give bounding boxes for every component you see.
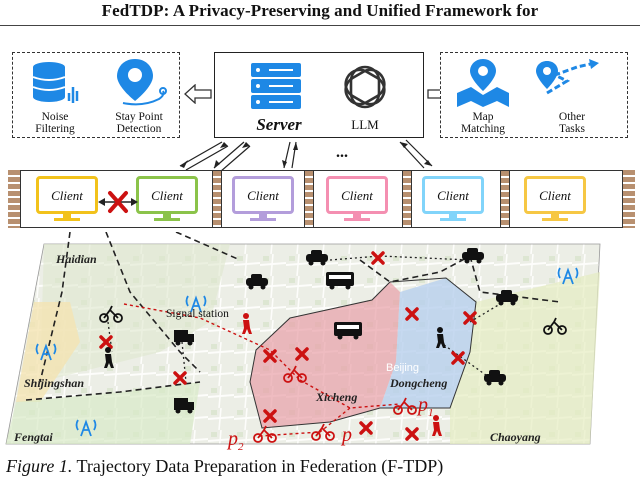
header-rule — [0, 25, 640, 26]
ellipsis: ... — [336, 144, 348, 161]
client-divider — [212, 170, 222, 228]
client-divider — [622, 170, 635, 228]
beijing-label: Beijing — [386, 362, 420, 374]
region-fengtai: Fengtai — [14, 430, 53, 444]
server-box: Server LLM — [214, 52, 424, 138]
point-label-p1: p1 — [418, 394, 434, 419]
figure-caption: Figure 1. Trajectory Data Preparation in… — [6, 456, 444, 476]
client-label: Client — [341, 188, 373, 203]
client-monitor-2: Client — [136, 176, 198, 222]
server-client-arrows — [179, 139, 433, 172]
region-dongcheng: Dongcheng — [390, 376, 448, 390]
client-label: Client — [539, 188, 571, 203]
client-strip — [8, 170, 634, 228]
region-xicheng: Xicheng — [316, 390, 358, 404]
route-icon — [536, 59, 599, 95]
client-label: Client — [51, 188, 83, 203]
client-divider — [304, 170, 314, 228]
server-label: Server — [256, 115, 302, 134]
client-divider — [8, 170, 21, 228]
client-monitor-6: Client — [524, 176, 586, 222]
client-label: Client — [247, 188, 279, 203]
client-monitor-3: Client — [232, 176, 294, 222]
client-divider — [402, 170, 412, 228]
point-label-p: p — [342, 424, 352, 446]
client-monitor-5: Client — [422, 176, 484, 222]
llm-icon — [344, 65, 386, 109]
city-map — [5, 232, 601, 445]
point-label-p2: p2 — [228, 428, 244, 453]
server-rack-icon — [251, 63, 301, 109]
client-monitor-1: Client — [36, 176, 98, 222]
map-pin-icon — [457, 59, 509, 107]
llm-label: LLM — [351, 117, 379, 132]
location-pin-icon — [117, 59, 167, 106]
database-signal-icon — [32, 62, 79, 103]
region-haidian: Haidian — [56, 252, 97, 266]
blocked-exchange-icon — [98, 191, 138, 213]
client-label: Client — [151, 188, 183, 203]
region-shijingshan: Shijingshan — [24, 376, 85, 390]
client-label: Client — [437, 188, 469, 203]
arrow-to-left-tasks — [184, 84, 212, 104]
page-title: FedTDP: A Privacy-Preserving and Unified… — [101, 1, 539, 20]
region-chaoyang: Chaoyang — [490, 430, 541, 444]
client-monitor-4: Client — [326, 176, 388, 222]
client-divider — [500, 170, 510, 228]
signal-station-label: Signal station — [166, 308, 229, 320]
